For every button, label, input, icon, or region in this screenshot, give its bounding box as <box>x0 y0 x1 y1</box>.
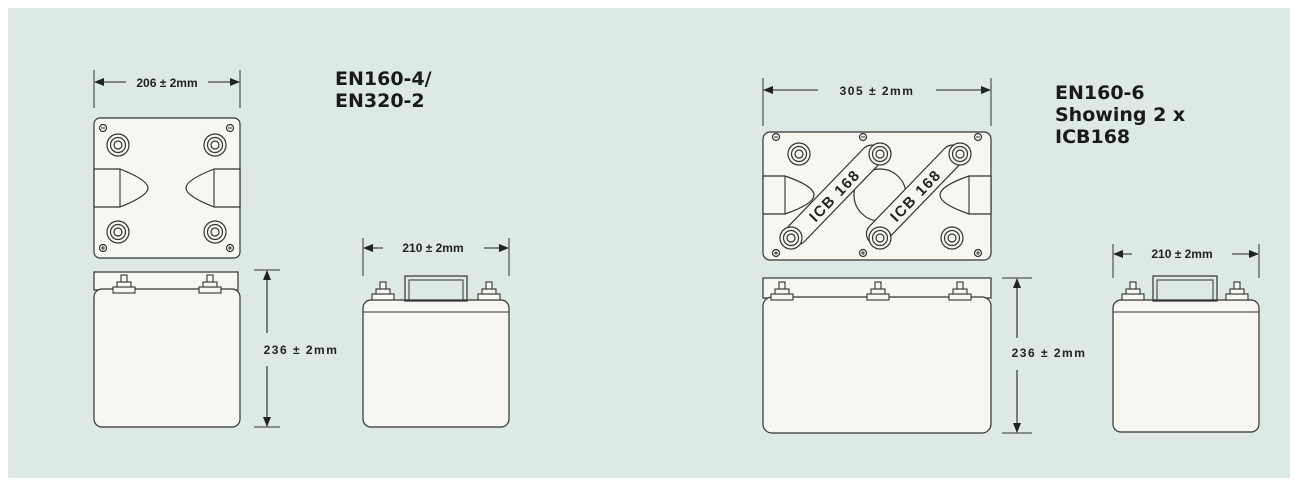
terminal-post-icon <box>371 281 395 301</box>
left-top-width-label: 206 ± 2mm <box>136 76 197 90</box>
right-model-left-handle <box>762 175 815 215</box>
right-side-width-label: 210 ± 2mm <box>1151 247 1212 261</box>
terminal-post-icon <box>477 281 501 301</box>
left-side-case <box>362 299 510 428</box>
right-side-case <box>1112 299 1260 433</box>
right-handle <box>185 168 241 208</box>
terminal-icon <box>106 133 130 157</box>
left-top-width-dimension <box>93 70 241 108</box>
terminal-icon <box>787 142 811 166</box>
right-model-front-view <box>762 277 992 434</box>
left-side-width-label: 210 ± 2mm <box>402 241 463 255</box>
right-height-label: 236 ± 2mm <box>1012 346 1087 360</box>
left-front-case <box>93 288 241 428</box>
left-height-label: 236 ± 2mm <box>264 343 339 357</box>
right-model-title: EN160-6 Showing 2 x ICB168 <box>1055 82 1185 148</box>
right-top-width-dimension <box>762 78 992 126</box>
right-side-width-dimension <box>1112 244 1260 278</box>
terminal-icon <box>203 133 227 157</box>
left-model-title-line: EN320-2 <box>335 90 425 112</box>
left-side-width-dimension <box>362 238 510 276</box>
right-model-title-line: EN160-6 <box>1055 82 1145 104</box>
left-model-title: EN160-4/ EN320-2 <box>335 68 432 112</box>
left-height-dimension <box>254 269 280 428</box>
left-model-front-view <box>93 271 241 428</box>
right-model-title-line: ICB168 <box>1055 126 1131 148</box>
terminal-icon <box>948 142 972 166</box>
terminal-post-icon <box>1225 281 1249 301</box>
terminal-icon <box>868 142 892 166</box>
right-model-title-line: Showing 2 x <box>1055 104 1186 126</box>
right-model-side-view <box>1112 275 1260 433</box>
diagram-panel: 206 ± 2mm 236 ± 2mm 210 ± 2mm <box>8 8 1290 478</box>
terminal-icon <box>940 226 964 250</box>
right-height-dimension <box>1002 277 1032 434</box>
right-minus-marks <box>771 132 983 258</box>
left-model-side-view <box>362 275 510 428</box>
terminal-icon <box>106 220 130 244</box>
right-top-width-label: 305 ± 2mm <box>840 84 915 98</box>
left-model-title-line: EN160-4/ <box>335 68 432 90</box>
left-minus-marks <box>98 123 235 253</box>
terminal-post-icon <box>1121 281 1145 301</box>
left-handle <box>93 168 149 208</box>
terminal-icon <box>779 226 803 250</box>
battery-dimension-drawings: 206 ± 2mm 236 ± 2mm 210 ± 2mm <box>93 70 1260 434</box>
right-model-right-handle <box>939 175 992 215</box>
terminal-icon <box>868 226 892 250</box>
left-model-top-view <box>93 117 241 259</box>
right-model-top-view: ICB 168 ICB 168 <box>762 131 992 261</box>
terminal-icon <box>203 220 227 244</box>
right-front-case <box>762 296 992 434</box>
